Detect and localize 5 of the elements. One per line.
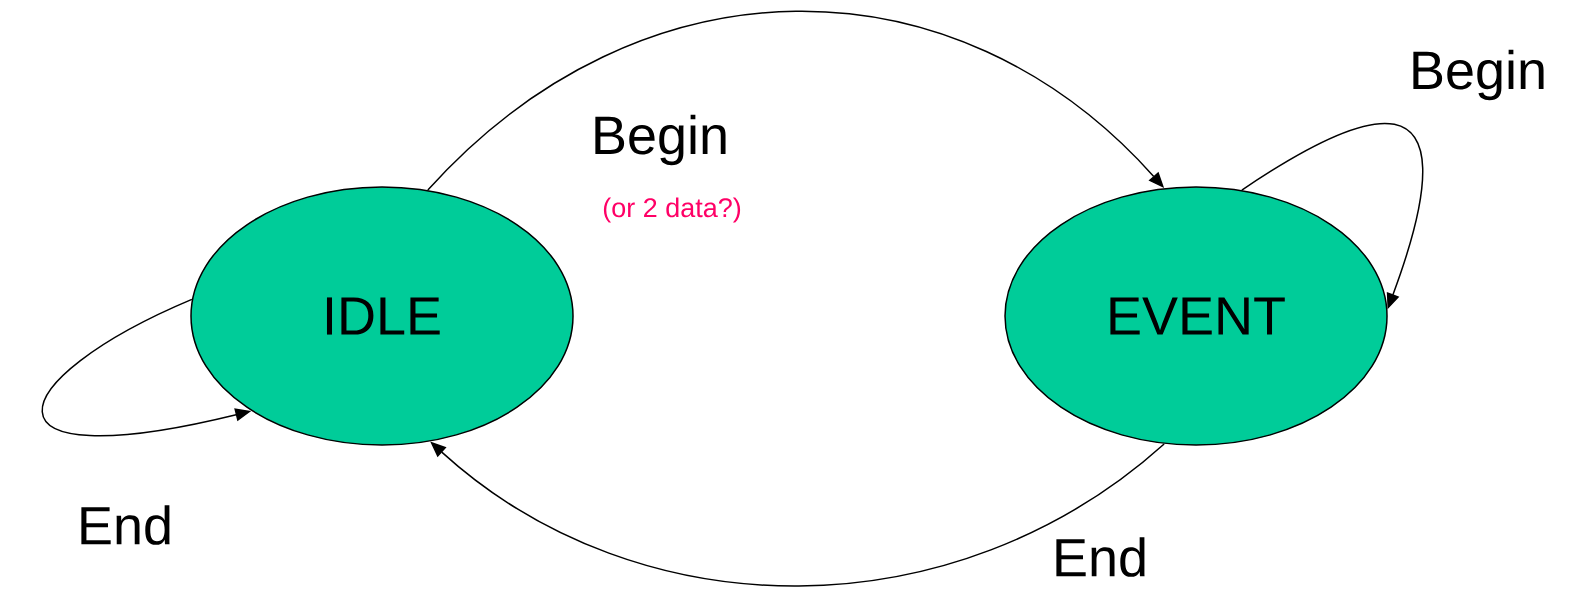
edge-label: End — [1049, 535, 1151, 579]
edge-label: Begin — [1406, 47, 1550, 103]
edge-label: End — [74, 503, 176, 547]
edge-label: Begin — [588, 112, 732, 168]
note-text: (or 2 data?) — [603, 197, 741, 223]
